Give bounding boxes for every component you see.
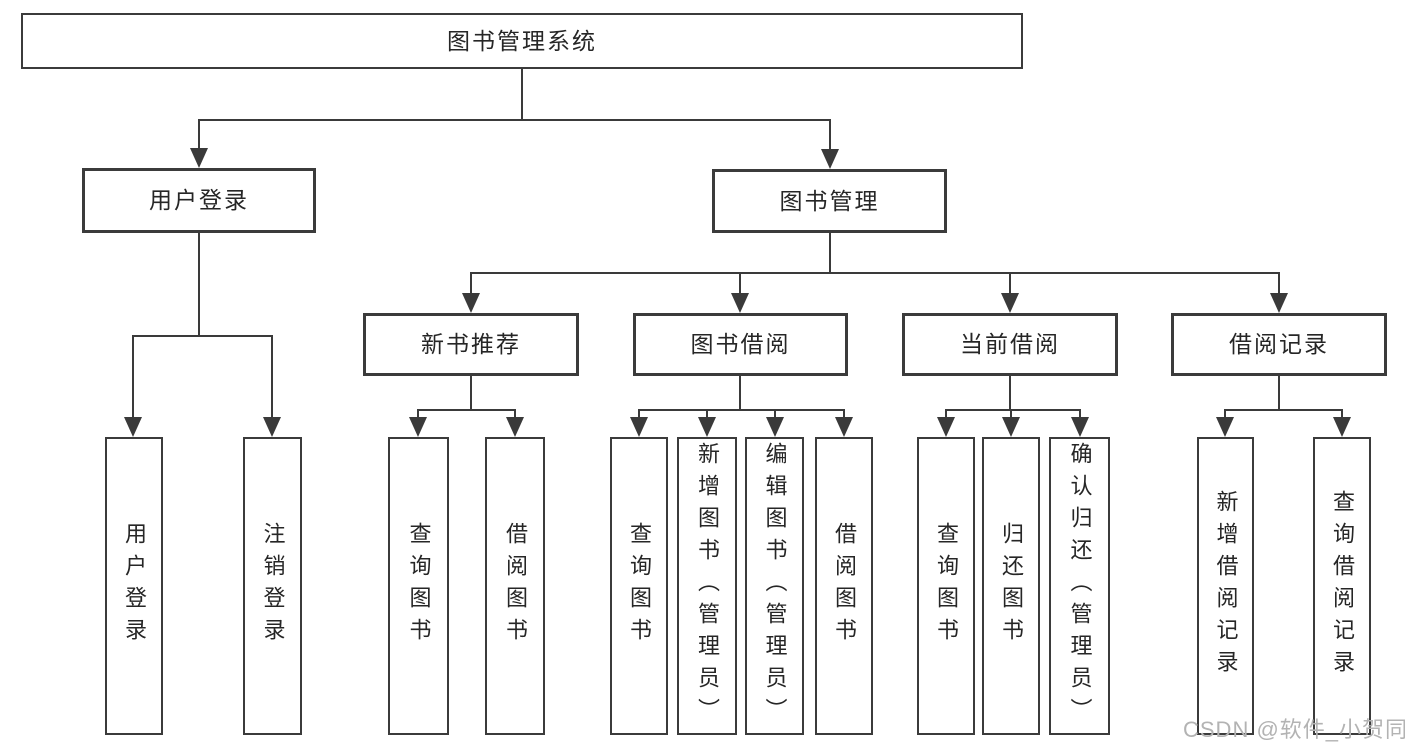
- leaf-add-borrow-record: 新增借阅记录: [1197, 437, 1254, 735]
- node-book-management: 图书管理: [712, 169, 947, 233]
- leaf-confirm-return-admin: 确认归还（管理员）: [1049, 437, 1110, 735]
- node-label: 归还图书: [999, 522, 1024, 650]
- leaf-user-login: 用户登录: [105, 437, 163, 735]
- node-new-book-recommendation: 新书推荐: [363, 313, 579, 376]
- connector-drop: [1010, 409, 1012, 419]
- arrow-down-icon: [124, 417, 142, 437]
- node-label: 当前借阅: [960, 331, 1060, 357]
- node-label: 查询借阅记录: [1330, 490, 1355, 682]
- node-label: 编辑图书（管理员）: [762, 442, 788, 730]
- arrow-down-icon: [821, 149, 839, 169]
- node-label: 查询图书: [406, 522, 432, 650]
- node-book-borrowing: 图书借阅: [633, 313, 848, 376]
- leaf-return-books: 归还图书: [982, 437, 1040, 735]
- leaf-borrow-books-recommend: 借阅图书: [485, 437, 545, 735]
- connector-drop: [271, 335, 273, 417]
- node-label: 注销登录: [260, 522, 286, 650]
- node-user-login: 用户登录: [82, 168, 316, 233]
- node-label: 确认归还（管理员）: [1067, 442, 1093, 730]
- leaf-edit-books-admin: 编辑图书（管理员）: [745, 437, 804, 735]
- node-label: 查询图书: [627, 522, 652, 650]
- connector-records-split: [1224, 409, 1343, 411]
- arrow-down-icon: [1001, 293, 1019, 313]
- connector-drop: [1278, 272, 1280, 295]
- connector-drop: [706, 409, 708, 419]
- arrow-down-icon: [937, 417, 955, 437]
- arrow-down-icon: [263, 417, 281, 437]
- connector-drop: [945, 409, 947, 419]
- connector-drop: [470, 272, 472, 295]
- arrow-down-icon: [835, 417, 853, 437]
- connector-drop: [132, 335, 134, 417]
- connector-level1-split: [198, 119, 831, 121]
- arrow-down-icon: [1002, 417, 1020, 437]
- arrow-down-icon: [190, 148, 208, 168]
- leaf-logout: 注销登录: [243, 437, 302, 735]
- arrow-down-icon: [1071, 417, 1089, 437]
- connector-borrowing-split: [638, 409, 845, 411]
- arrow-down-icon: [462, 293, 480, 313]
- node-label: 借阅图书: [503, 522, 528, 650]
- connector-borrowing-trunk: [739, 376, 741, 410]
- node-library-management-system: 图书管理系统: [21, 13, 1023, 69]
- connector-drop: [829, 119, 831, 150]
- connector-login-trunk: [198, 233, 200, 337]
- connector-drop: [1079, 409, 1081, 419]
- connector-drop: [1009, 272, 1011, 295]
- arrow-down-icon: [409, 417, 427, 437]
- leaf-query-books-borrowing: 查询图书: [610, 437, 668, 735]
- node-borrowing-records: 借阅记录: [1171, 313, 1387, 376]
- connector-drop: [739, 272, 741, 295]
- connector-drop: [843, 409, 845, 419]
- node-label: 用户登录: [149, 187, 249, 213]
- connector-drop: [514, 409, 516, 419]
- node-label: 图书管理: [779, 187, 880, 214]
- connector-recommend-split: [417, 409, 516, 411]
- node-label: 新增图书（管理员）: [695, 442, 720, 730]
- node-label: 图书管理系统: [447, 27, 597, 54]
- arrow-down-icon: [731, 293, 749, 313]
- arrow-down-icon: [1333, 417, 1351, 437]
- arrow-down-icon: [630, 417, 648, 437]
- connector-mgmt-trunk: [829, 233, 831, 274]
- node-label: 新增借阅记录: [1213, 490, 1239, 682]
- connector-level3-split: [470, 272, 1280, 274]
- arrow-down-icon: [506, 417, 524, 437]
- leaf-query-borrow-record: 查询借阅记录: [1313, 437, 1371, 735]
- arrow-down-icon: [766, 417, 784, 437]
- connector-recommend-trunk: [470, 376, 472, 410]
- connector-login-split: [132, 335, 273, 337]
- arrow-down-icon: [1216, 417, 1234, 437]
- connector-drop: [638, 409, 640, 419]
- connector-root-trunk: [521, 69, 523, 120]
- connector-current-split: [945, 409, 1081, 411]
- node-label: 借阅图书: [832, 522, 857, 650]
- node-label: 新书推荐: [421, 331, 521, 357]
- csdn-watermark: CSDN @软件_小贺同学: [1183, 717, 1405, 742]
- connector-drop: [417, 409, 419, 419]
- leaf-borrow-books-borrowing: 借阅图书: [815, 437, 873, 735]
- connector-current-trunk: [1009, 376, 1011, 410]
- arrow-down-icon: [698, 417, 716, 437]
- connector-drop: [1224, 409, 1226, 419]
- arrow-down-icon: [1270, 293, 1288, 313]
- node-current-borrowing: 当前借阅: [902, 313, 1118, 376]
- node-label: 图书借阅: [690, 331, 791, 357]
- leaf-query-books-current: 查询图书: [917, 437, 975, 735]
- connector-drop: [1341, 409, 1343, 419]
- node-label: 查询图书: [934, 522, 959, 650]
- connector-drop: [198, 119, 200, 150]
- node-label: 借阅记录: [1229, 331, 1329, 357]
- leaf-query-books-recommend: 查询图书: [388, 437, 449, 735]
- leaf-add-books-admin: 新增图书（管理员）: [677, 437, 737, 735]
- connector-records-trunk: [1278, 376, 1280, 410]
- node-label: 用户登录: [122, 522, 147, 650]
- connector-drop: [774, 409, 776, 419]
